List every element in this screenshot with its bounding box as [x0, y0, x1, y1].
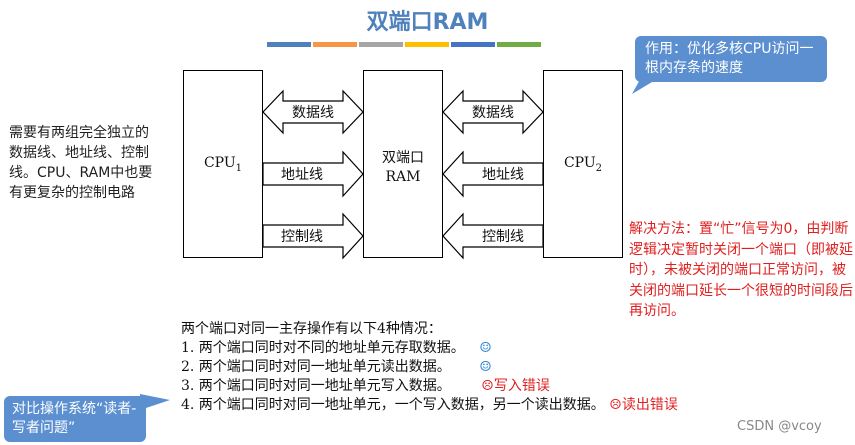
- ram-label: 双端口 RAM: [364, 149, 442, 187]
- control-bus-right-label: 控制线: [482, 229, 524, 245]
- data-bus-left-arrow: [262, 89, 364, 135]
- case-item: 2. 两个端口同时对同一地址单元读出数据。 ☺: [181, 358, 678, 377]
- color-bar-3: [359, 42, 403, 47]
- color-bar-6: [497, 42, 541, 47]
- address-bus-right-label: 地址线: [482, 167, 524, 183]
- cpu1-label: CPU1: [184, 155, 262, 174]
- ram-box: 双端口 RAM: [363, 70, 443, 258]
- data-bus-left-label: 数据线: [292, 105, 334, 121]
- solution-text: 解决方法：置“忙”信号为0，由判断逻辑决定暂时关闭一个端口（即被延时），未被关闭…: [629, 221, 853, 319]
- callout-purpose: 作用：优化多核CPU访问一根内存条的速度: [635, 36, 827, 82]
- left-note: 需要有两组完全独立的数据线、地址线、控制线。CPU、RAM中也要有更复杂的控制电…: [9, 123, 156, 203]
- case-text: 4. 两个端口同时对同一地址单元，一个写入数据，另一个读出数据。: [181, 397, 605, 413]
- callout-reader-writer: 对比操作系统“读者-写者问题”: [4, 396, 146, 442]
- watermark: CSDN @vcoy: [737, 419, 822, 434]
- data-bus-right-label: 数据线: [472, 105, 514, 121]
- ram-label-line1: 双端口: [382, 150, 424, 166]
- solution-note: 解决方法：置“忙”信号为0，由判断逻辑决定暂时关闭一个端口（即被延时），未被关闭…: [629, 219, 853, 322]
- control-bus-right-arrow: [442, 212, 544, 260]
- case-note: 写入错误: [493, 378, 550, 394]
- page-title: 双端口RAM: [366, 10, 489, 35]
- callout-reader-writer-text: 对比操作系统“读者-写者问题”: [12, 401, 137, 436]
- case-item: 4. 两个端口同时对同一地址单元，一个写入数据，另一个读出数据。 ☹读出错误: [181, 396, 678, 415]
- address-bus-right-arrow: [442, 150, 544, 198]
- case-item: 1. 两个端口同时对不同的地址单元存取数据。 ☺: [181, 339, 678, 358]
- cases-intro: 两个端口对同一主存操作有以下4种情况：: [181, 321, 442, 337]
- cpu1-sub: 1: [235, 162, 243, 174]
- cpu2-sub: 2: [595, 162, 603, 174]
- ram-label-line2: RAM: [385, 169, 421, 185]
- control-bus-left-arrow: [262, 212, 364, 260]
- case-text: 1. 两个端口同时对不同的地址单元存取数据。: [181, 340, 465, 356]
- cpu2-name: CPU: [563, 155, 596, 171]
- color-bar-1: [267, 42, 311, 47]
- case-note: 读出错误: [621, 397, 678, 413]
- cpu1-name: CPU: [203, 155, 236, 171]
- color-bar-2: [313, 42, 357, 47]
- control-bus-left-label: 控制线: [281, 229, 323, 245]
- cpu2-label: CPU2: [544, 155, 622, 174]
- case-item: 3. 两个端口同时对同一地址单元写入数据。 ☹写入错误: [181, 377, 678, 396]
- case-text: 2. 两个端口同时对同一地址单元读出数据。: [181, 359, 451, 375]
- color-bar-5: [451, 42, 495, 47]
- frown-icon: ☹: [481, 378, 494, 394]
- data-bus-right-arrow: [442, 89, 544, 135]
- smile-icon: ☺: [479, 340, 492, 356]
- left-note-text: 需要有两组完全独立的数据线、地址线、控制线。CPU、RAM中也要有更复杂的控制电…: [9, 125, 153, 201]
- callout-bottom-tail: [140, 394, 170, 410]
- callout-purpose-text: 作用：优化多核CPU访问一根内存条的速度: [645, 41, 814, 76]
- case-text: 3. 两个端口同时对同一地址单元写入数据。: [181, 378, 451, 394]
- cpu2-box: CPU2: [543, 70, 623, 258]
- address-bus-left-arrow: [262, 150, 364, 198]
- address-bus-left-label: 地址线: [281, 167, 323, 183]
- color-bar-4: [405, 42, 449, 47]
- smile-icon: ☺: [479, 359, 492, 375]
- frown-icon: ☹: [609, 397, 622, 413]
- cases-list: 两个端口对同一主存操作有以下4种情况： 1. 两个端口同时对不同的地址单元存取数…: [181, 320, 678, 415]
